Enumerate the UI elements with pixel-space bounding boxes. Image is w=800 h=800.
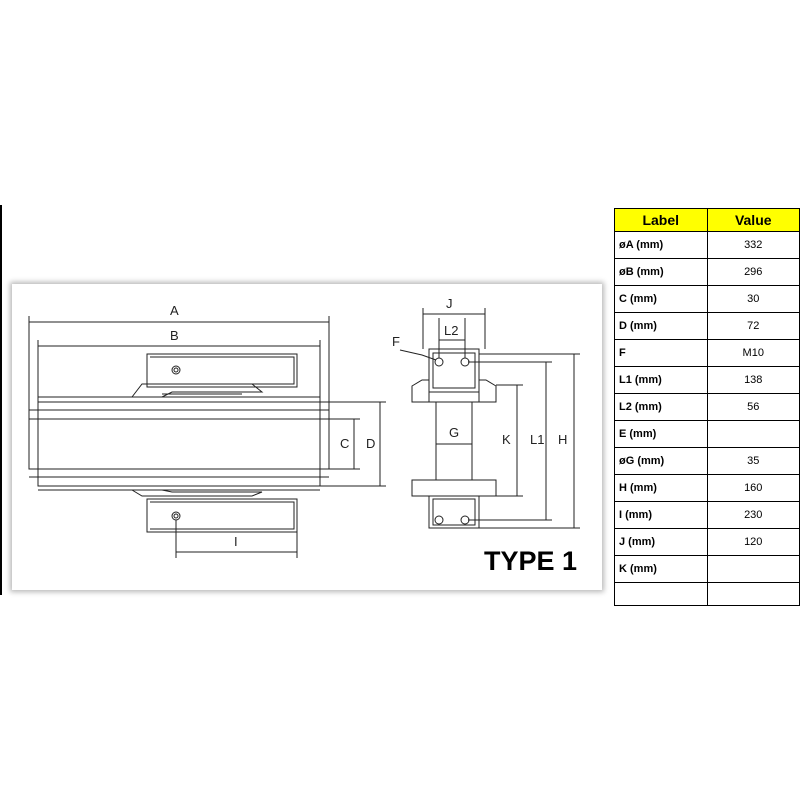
- table-row: D (mm)72: [614, 312, 800, 340]
- table-row: J (mm)120: [614, 528, 800, 556]
- lower-bracket: [146, 498, 298, 533]
- side-shaft: [435, 401, 473, 481]
- header-label: Label: [614, 208, 708, 232]
- spec-table: Label Value øA (mm)332 øB (mm)296 C (mm)…: [614, 208, 800, 606]
- row-value: 296: [706, 258, 800, 286]
- row-label: øA (mm): [614, 231, 708, 259]
- table-row-empty: [614, 582, 800, 606]
- row-value: 230: [706, 501, 800, 529]
- left-border-line: [0, 205, 2, 595]
- dim-label-k: K: [502, 432, 511, 447]
- side-upper-block: [428, 348, 480, 393]
- row-label: C (mm): [614, 285, 708, 313]
- table-row: C (mm)30: [614, 285, 800, 313]
- row-value: 30: [706, 285, 800, 313]
- side-hole-lower-right: [460, 515, 470, 525]
- roller-outer-band: [28, 418, 330, 470]
- row-label: L1 (mm): [614, 366, 708, 394]
- row-label: K (mm): [614, 555, 708, 583]
- side-view: [399, 308, 580, 529]
- drawing-panel: [12, 284, 602, 590]
- table-row: L1 (mm)138: [614, 366, 800, 394]
- table-row: øG (mm)35: [614, 447, 800, 475]
- dim-label-l1: L1: [530, 432, 544, 447]
- table-row: E (mm): [614, 420, 800, 448]
- dim-label-g: G: [449, 425, 459, 440]
- dim-label-a: A: [170, 303, 179, 318]
- row-label-empty: [614, 582, 708, 606]
- row-value: 160: [706, 474, 800, 502]
- table-row: H (mm)160: [614, 474, 800, 502]
- dim-label-d: D: [366, 436, 375, 451]
- row-value: [706, 555, 800, 583]
- row-value: 35: [706, 447, 800, 475]
- technical-drawing: A B C D I J L2 F G K L1 H TYPE 1: [28, 296, 580, 576]
- roller-flange-outline: [37, 401, 321, 487]
- dim-label-i: I: [234, 534, 238, 549]
- table-row: øA (mm)332: [614, 231, 800, 259]
- table-row: L2 (mm)56: [614, 393, 800, 421]
- row-value: [706, 420, 800, 448]
- front-view: [28, 316, 386, 558]
- header-value: Value: [706, 208, 800, 232]
- drawing-title: TYPE 1: [484, 546, 577, 576]
- dim-f-leader: [399, 349, 437, 361]
- table-row: K (mm): [614, 555, 800, 583]
- row-label: J (mm): [614, 528, 708, 556]
- side-hole-lower-left: [434, 515, 444, 525]
- row-value: 72: [706, 312, 800, 340]
- row-value-empty: [706, 582, 800, 606]
- dim-label-j: J: [446, 296, 453, 311]
- table-row: I (mm)230: [614, 501, 800, 529]
- dim-label-c: C: [340, 436, 349, 451]
- lower-bolt-hole: [171, 511, 181, 521]
- row-label: F: [614, 339, 708, 367]
- row-label: øG (mm): [614, 447, 708, 475]
- side-lower-block: [428, 495, 480, 529]
- row-value: 56: [706, 393, 800, 421]
- dim-label-h: H: [558, 432, 567, 447]
- row-label: E (mm): [614, 420, 708, 448]
- side-hole-upper-right: [460, 357, 470, 367]
- upper-bracket: [146, 353, 298, 388]
- side-hole-upper-left: [434, 357, 444, 367]
- row-value: M10: [706, 339, 800, 367]
- row-label: I (mm): [614, 501, 708, 529]
- row-value: 120: [706, 528, 800, 556]
- spec-table-header-row: Label Value: [614, 208, 800, 232]
- dim-label-f: F: [392, 334, 400, 349]
- row-label: D (mm): [614, 312, 708, 340]
- row-value: 138: [706, 366, 800, 394]
- table-row: øB (mm)296: [614, 258, 800, 286]
- row-value: 332: [706, 231, 800, 259]
- dim-label-l2: L2: [444, 323, 458, 338]
- row-label: øB (mm): [614, 258, 708, 286]
- row-label: H (mm): [614, 474, 708, 502]
- upper-bolt-hole: [171, 365, 181, 375]
- dim-label-b: B: [170, 328, 179, 343]
- row-label: L2 (mm): [614, 393, 708, 421]
